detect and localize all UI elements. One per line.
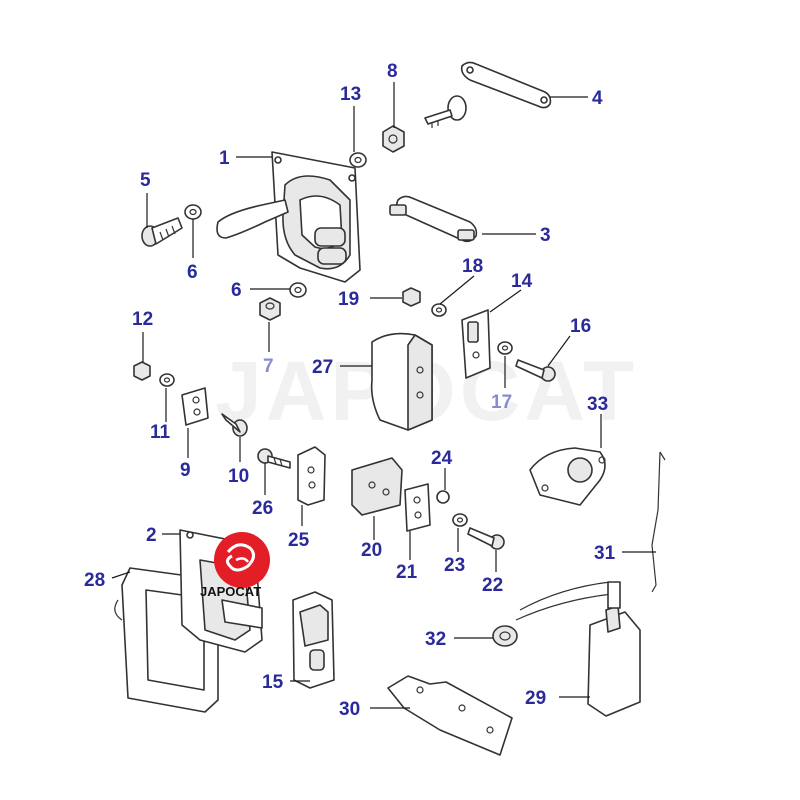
part-16-screw	[515, 359, 556, 382]
callout-6-lower: 6	[231, 280, 242, 301]
callout-11: 11	[150, 422, 171, 443]
logo-badge	[214, 532, 270, 588]
callout-labels: 1 2 3 4 5 6 6 7 8 9 10 11 12 13 14 15 16…	[84, 61, 616, 720]
part-31-rod	[651, 451, 666, 593]
callout-15: 15	[262, 672, 284, 693]
callout-24: 24	[431, 448, 453, 469]
part-22-screw	[467, 527, 505, 550]
part-10-screw	[221, 413, 248, 437]
key-part	[424, 95, 467, 128]
callout-31: 31	[594, 543, 616, 564]
callout-18: 18	[462, 256, 483, 277]
part-14-plate	[461, 309, 491, 379]
part-15-striker	[292, 591, 335, 689]
callout-28: 28	[84, 570, 105, 591]
callout-3: 3	[540, 225, 551, 246]
callout-20: 20	[361, 540, 382, 561]
part-12-nut	[133, 361, 151, 381]
part-21-plate	[404, 483, 431, 532]
callout-7: 7	[263, 356, 274, 377]
japocat-logo: JAPOCAT	[200, 532, 270, 599]
part-23-washer	[452, 513, 468, 527]
part-11-washer	[159, 373, 175, 387]
callout-5: 5	[140, 170, 151, 191]
callout-30: 30	[339, 699, 360, 720]
part-9-plate	[181, 387, 209, 426]
part-30-bracket	[387, 675, 513, 756]
part-24-washer	[436, 490, 450, 504]
part-6-washer-mid	[289, 282, 307, 298]
callout-32: 32	[425, 629, 446, 650]
callout-12: 12	[132, 309, 153, 330]
callout-27: 27	[312, 357, 333, 378]
part-1-handle-assembly	[216, 151, 361, 283]
callout-26: 26	[252, 498, 273, 519]
callout-8: 8	[387, 61, 398, 82]
part-27-block	[370, 332, 433, 431]
callout-2: 2	[146, 525, 157, 546]
leader-lines	[111, 82, 656, 709]
callout-23: 23	[444, 555, 465, 576]
callout-14: 14	[511, 271, 533, 292]
part-29-actuator	[515, 581, 641, 717]
part-32-bushing	[492, 625, 518, 647]
part-3-link-rod	[389, 195, 478, 243]
part-18-washer	[431, 303, 447, 317]
logo-text: JAPOCAT	[200, 584, 261, 599]
callout-13: 13	[340, 84, 361, 105]
callout-21: 21	[396, 562, 418, 583]
part-6-washer-top	[184, 204, 202, 220]
callout-19: 19	[338, 289, 359, 310]
part-13-washer	[349, 152, 367, 168]
part-4-link	[460, 61, 552, 109]
callout-9: 9	[180, 460, 191, 481]
part-26-screw	[257, 448, 291, 469]
callout-17: 17	[491, 392, 512, 413]
part-8-nut	[382, 125, 405, 153]
part-20-block	[351, 457, 403, 516]
callout-16: 16	[570, 316, 591, 337]
callout-25: 25	[288, 530, 310, 551]
callout-4: 4	[592, 88, 603, 109]
part-33-bracket	[529, 447, 606, 506]
callout-22: 22	[482, 575, 503, 596]
part-19-nut	[402, 287, 421, 307]
callout-29: 29	[525, 688, 546, 709]
callout-33: 33	[587, 394, 608, 415]
part-7-nut	[259, 297, 281, 321]
part-5-screw	[141, 217, 183, 247]
callout-10: 10	[228, 466, 249, 487]
part-25-bracket	[297, 446, 326, 506]
part-17-washer	[497, 341, 513, 355]
callout-6-upper: 6	[187, 262, 198, 283]
callout-1: 1	[219, 148, 230, 169]
